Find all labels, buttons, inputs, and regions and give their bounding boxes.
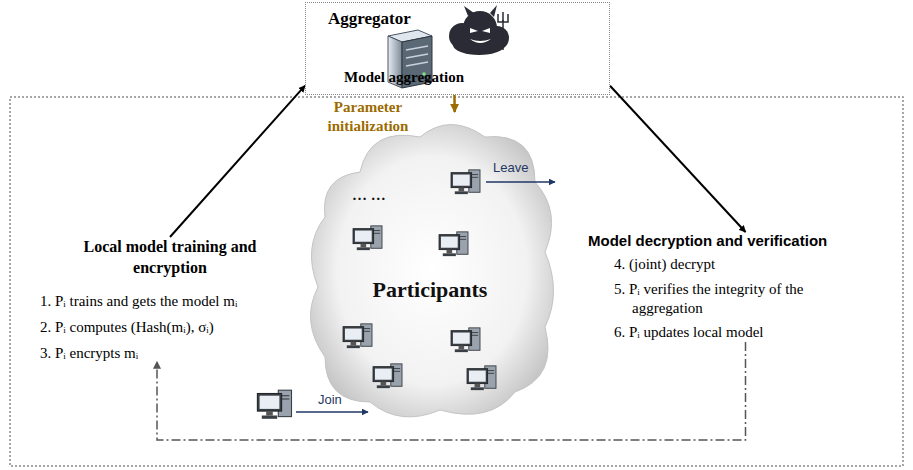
leave-label: Leave (493, 160, 528, 175)
step-item: 4. (joint) decrypt (614, 255, 877, 274)
ellipsis-label: … … (352, 187, 386, 204)
cloud-outline (300, 112, 560, 427)
download-arrow (610, 86, 746, 232)
attacker-cloud-icon (449, 5, 509, 55)
step-item: 2. Pᵢ computes (Hash(mᵢ), σᵢ) (40, 319, 300, 336)
step-item: 5. Pᵢ verifies the integrity of the aggr… (614, 280, 877, 318)
aggregator-title: Aggregator (328, 9, 411, 29)
step-item: 1. Pᵢ trains and gets the model mᵢ (40, 293, 300, 310)
init-arrow (453, 95, 456, 112)
aggregation-label: Model aggregation (344, 69, 464, 86)
server-steps-block: Model decryption and verification 4. (joi… (588, 232, 903, 342)
cloud-title: Participants (373, 277, 488, 303)
aggregator-box: AggregatorModel aggregation (305, 2, 610, 95)
step-item: 6. Pᵢ updates local model (614, 323, 877, 342)
edge-label: Parameter initialization (308, 98, 428, 136)
joining-computer (257, 390, 291, 419)
step-heading: Local model training and encryption (63, 237, 278, 279)
join-label: Join (318, 392, 342, 407)
upload-arrow (170, 86, 305, 237)
participant-region (10, 97, 903, 466)
local-steps-block: Local model training and encryption 1. Pᵢ… (40, 237, 300, 362)
step-heading: Model decryption and verification (588, 232, 903, 249)
step-item: 3. Pᵢ encrypts mᵢ (40, 345, 300, 362)
participants-cloud: Participants (300, 112, 560, 427)
